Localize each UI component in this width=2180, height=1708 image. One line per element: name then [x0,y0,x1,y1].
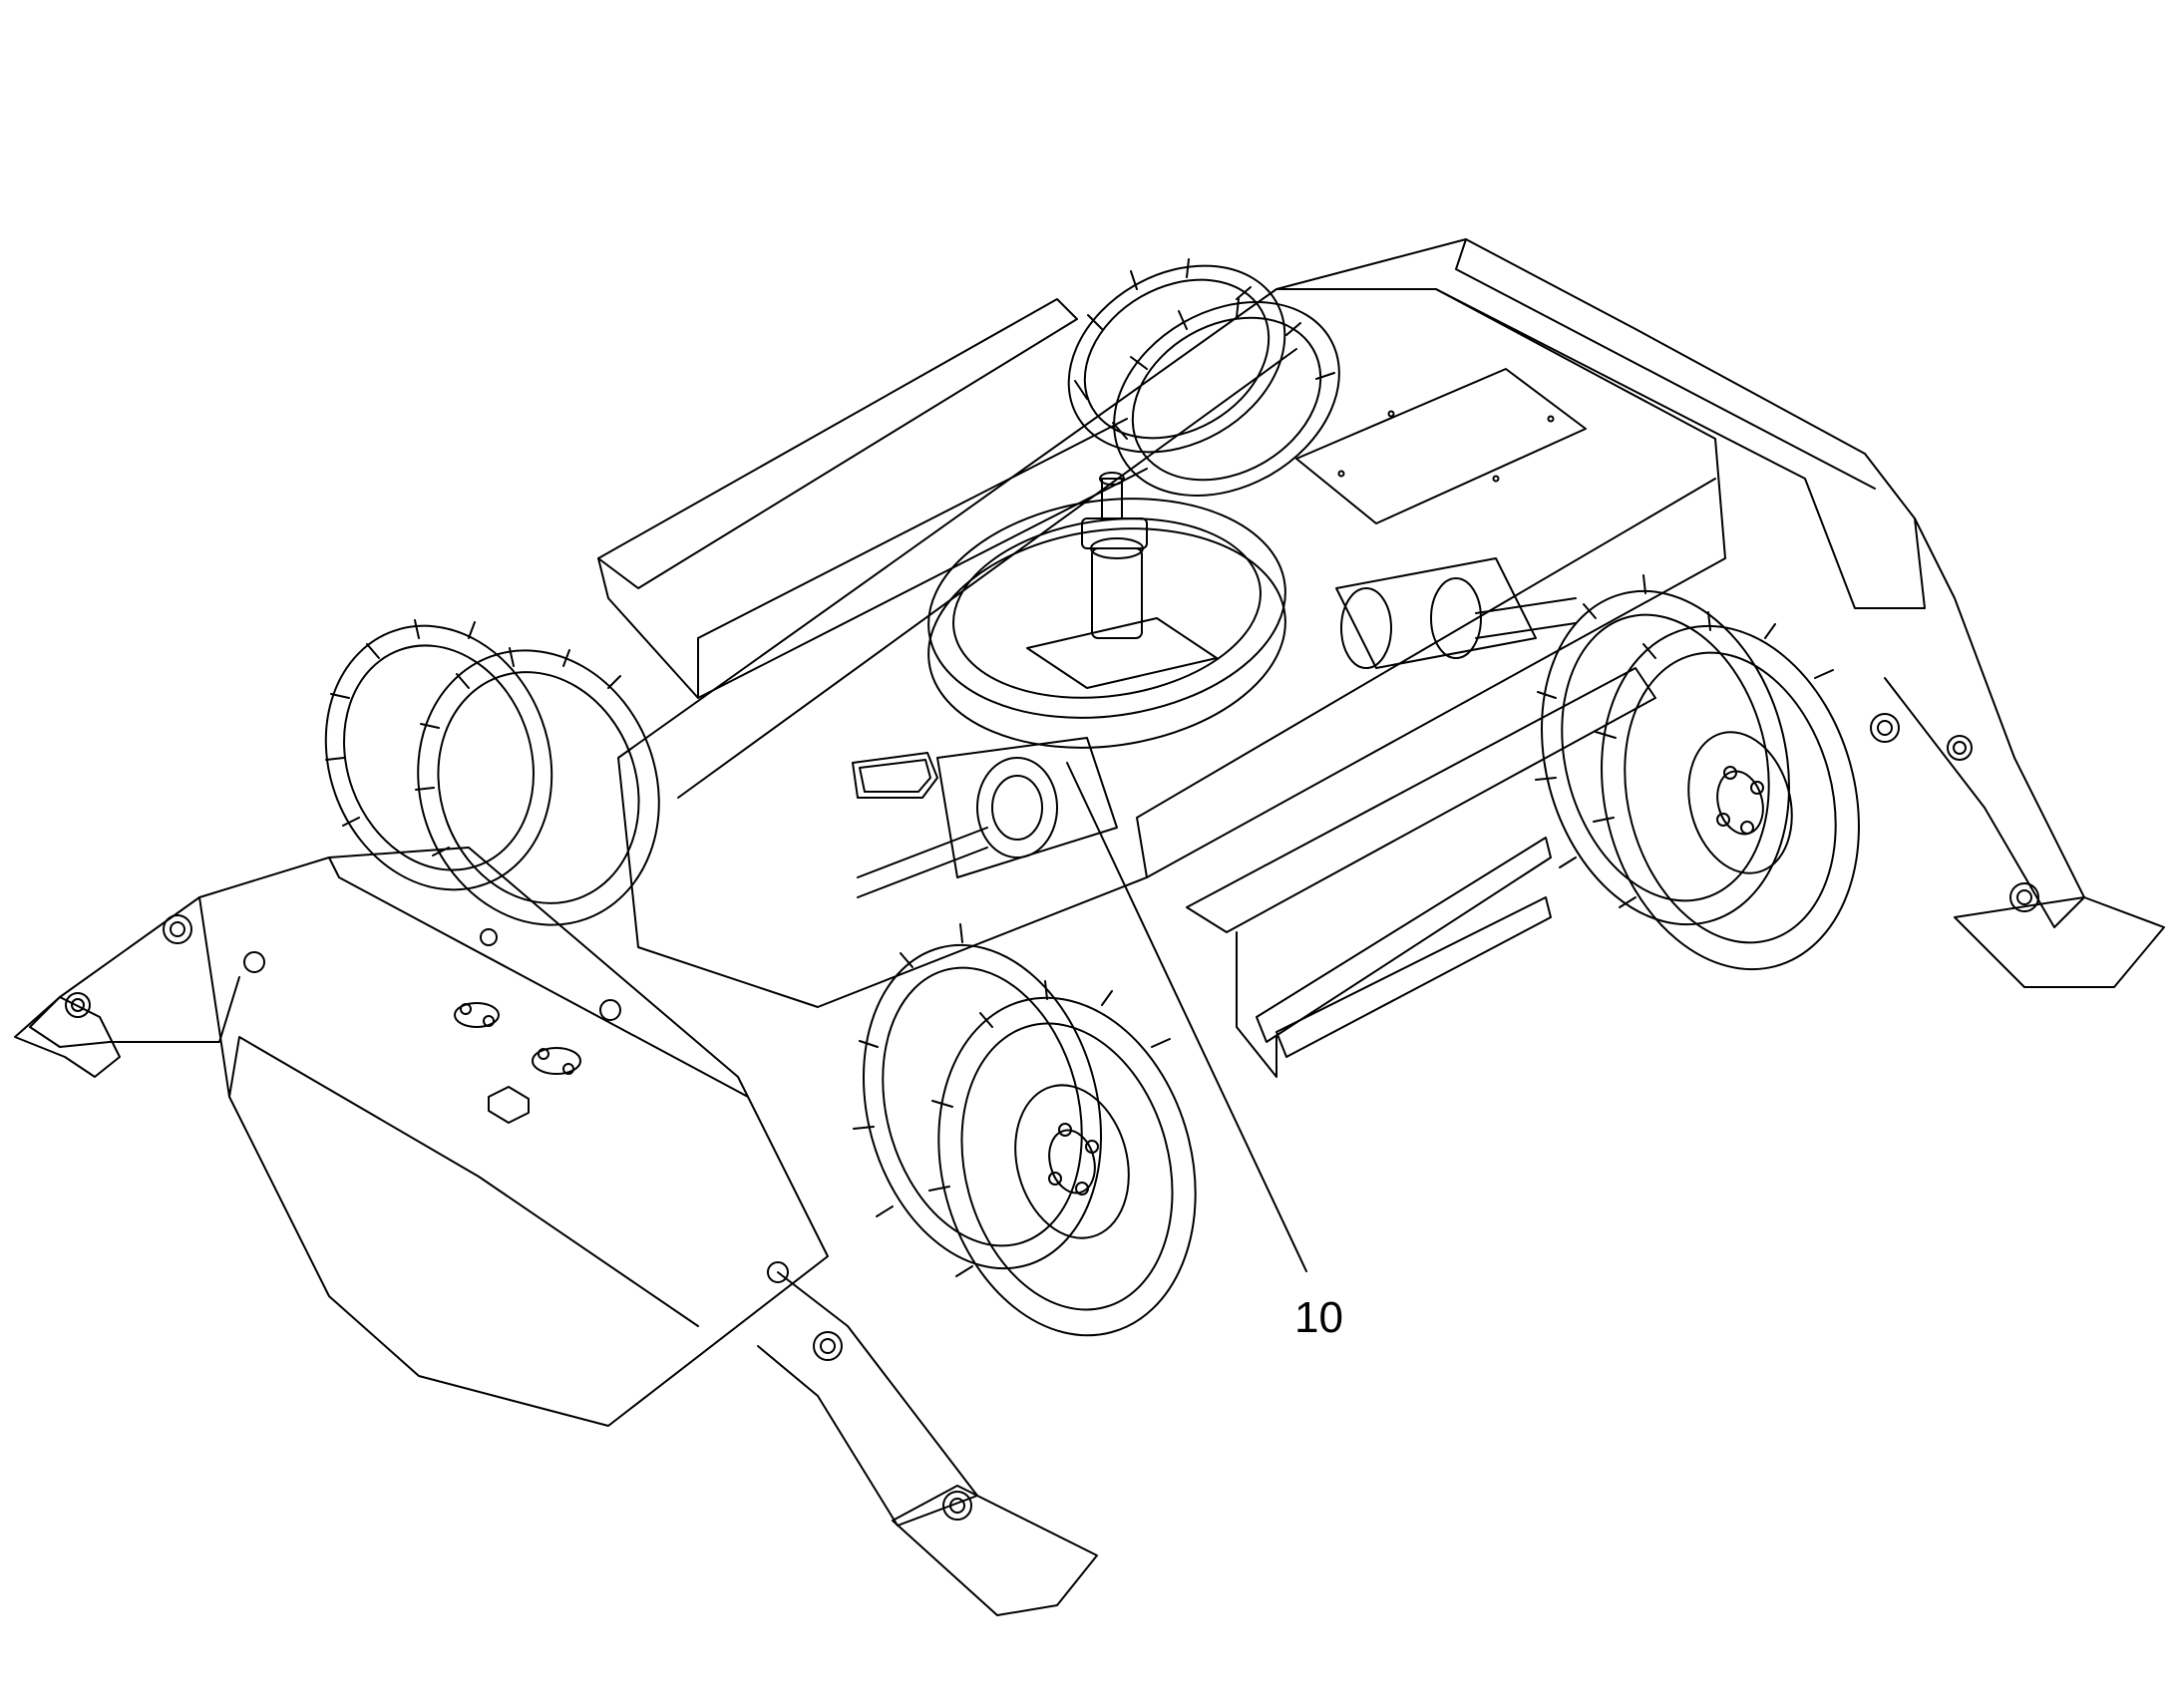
chassis-frame [198,238,1926,1427]
wheel-rear-right-lower-outer [1535,574,1790,926]
wheel-front-left-inner [415,647,660,926]
access-panel [1295,368,1587,524]
step-platform-left [597,298,1148,699]
wheel-front-lower-outer [853,923,1103,1270]
drive-shaft-rear [1335,557,1577,669]
callout-label: 10 [1294,1293,1343,1342]
wheel-front-left-outer [324,619,553,891]
wheel-rear-right-lower-inner [1593,611,1860,971]
mirror [852,752,938,799]
drive-shaft-front [857,737,1118,898]
slewing-ring [927,472,1286,749]
callout-10: 10 [1066,762,1343,1342]
outrigger-front-left [14,896,240,1078]
wheel-front-lower-inner [928,980,1197,1337]
callout-leader-line [1066,762,1307,1272]
outrigger-front-bottom [757,1271,1098,1616]
wheel-rear-right-inner [1112,298,1340,497]
step-platform-right [1186,667,1656,1078]
outrigger-rear-right [1870,517,2165,988]
wheel-rear-right-outer [1067,258,1286,454]
